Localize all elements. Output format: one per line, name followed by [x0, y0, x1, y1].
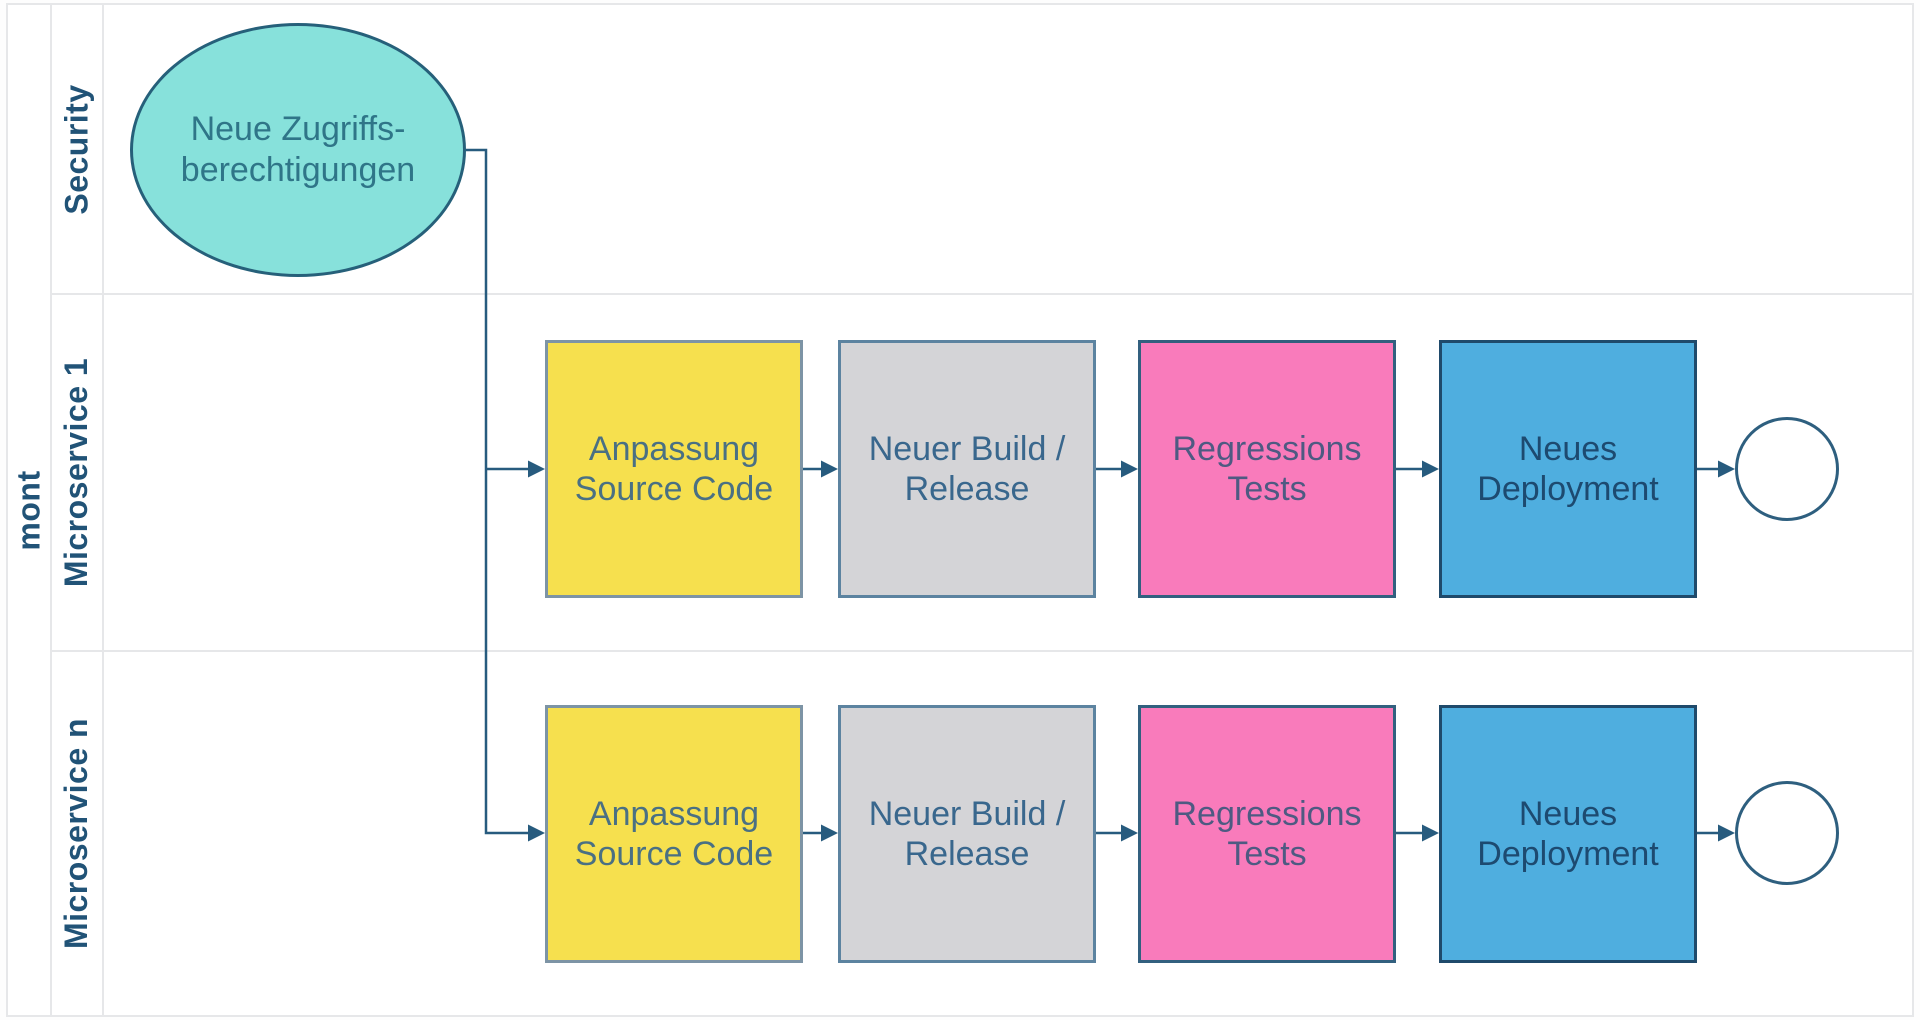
start-event-neue-zugriffsberechtigungen[interactable]: Neue Zugriffs- berechtigungen [130, 23, 466, 277]
lane-label-column-microservice-1: Microservice 1 [52, 295, 104, 650]
flow-start-to-microservice-1[interactable] [486, 460, 545, 478]
task-regressions-tests-ms1[interactable]: Regressions Tests [1138, 340, 1396, 598]
task-label: Neuer Build / Release [868, 429, 1066, 508]
task-neuer-build-release-ms1[interactable]: Neuer Build / Release [838, 340, 1096, 598]
lane-microservice-n: Microservice n [52, 650, 1912, 1015]
flow-anpassung-to-build-row1[interactable] [803, 460, 838, 478]
task-regressions-tests-msn[interactable]: Regressions Tests [1138, 705, 1396, 963]
task-label: Anpassung Source Code [574, 429, 774, 508]
task-anpassung-source-code-msn[interactable]: Anpassung Source Code [545, 705, 803, 963]
lanes-container: Security Microservice 1 Microservice n [52, 5, 1912, 1015]
start-event-label: Neue Zugriffs- berechtigungen [180, 110, 416, 189]
task-label: Regressions Tests [1172, 429, 1362, 508]
task-label: Regressions Tests [1172, 794, 1362, 873]
task-label: Neues Deployment [1477, 429, 1659, 508]
lane-security: Security [52, 5, 1912, 293]
flow-deployment-to-end-row1[interactable] [1697, 460, 1735, 478]
end-event-msn[interactable] [1735, 781, 1839, 885]
task-label: Neuer Build / Release [868, 794, 1066, 873]
task-label: Anpassung Source Code [574, 794, 774, 873]
flow-start-to-microservice-n[interactable] [466, 148, 545, 842]
flow-build-to-regression-row2[interactable] [1096, 824, 1138, 842]
flow-deployment-to-end-row2[interactable] [1697, 824, 1735, 842]
end-event-ms1[interactable] [1735, 417, 1839, 521]
task-label: Neues Deployment [1477, 794, 1659, 873]
flow-anpassung-to-build-row2[interactable] [803, 824, 838, 842]
task-neues-deployment-ms1[interactable]: Neues Deployment [1439, 340, 1697, 598]
task-neues-deployment-msn[interactable]: Neues Deployment [1439, 705, 1697, 963]
flow-build-to-regression-row1[interactable] [1096, 460, 1138, 478]
task-neuer-build-release-msn[interactable]: Neuer Build / Release [838, 705, 1096, 963]
lane-microservice-1: Microservice 1 [52, 293, 1912, 650]
lane-label-column-microservice-n: Microservice n [52, 652, 104, 1015]
pool-label-column: mont [8, 5, 52, 1015]
flow-regression-to-deployment-row1[interactable] [1396, 460, 1439, 478]
flow-regression-to-deployment-row2[interactable] [1396, 824, 1439, 842]
task-anpassung-source-code-ms1[interactable]: Anpassung Source Code [545, 340, 803, 598]
lane-label-column-security: Security [52, 5, 104, 293]
